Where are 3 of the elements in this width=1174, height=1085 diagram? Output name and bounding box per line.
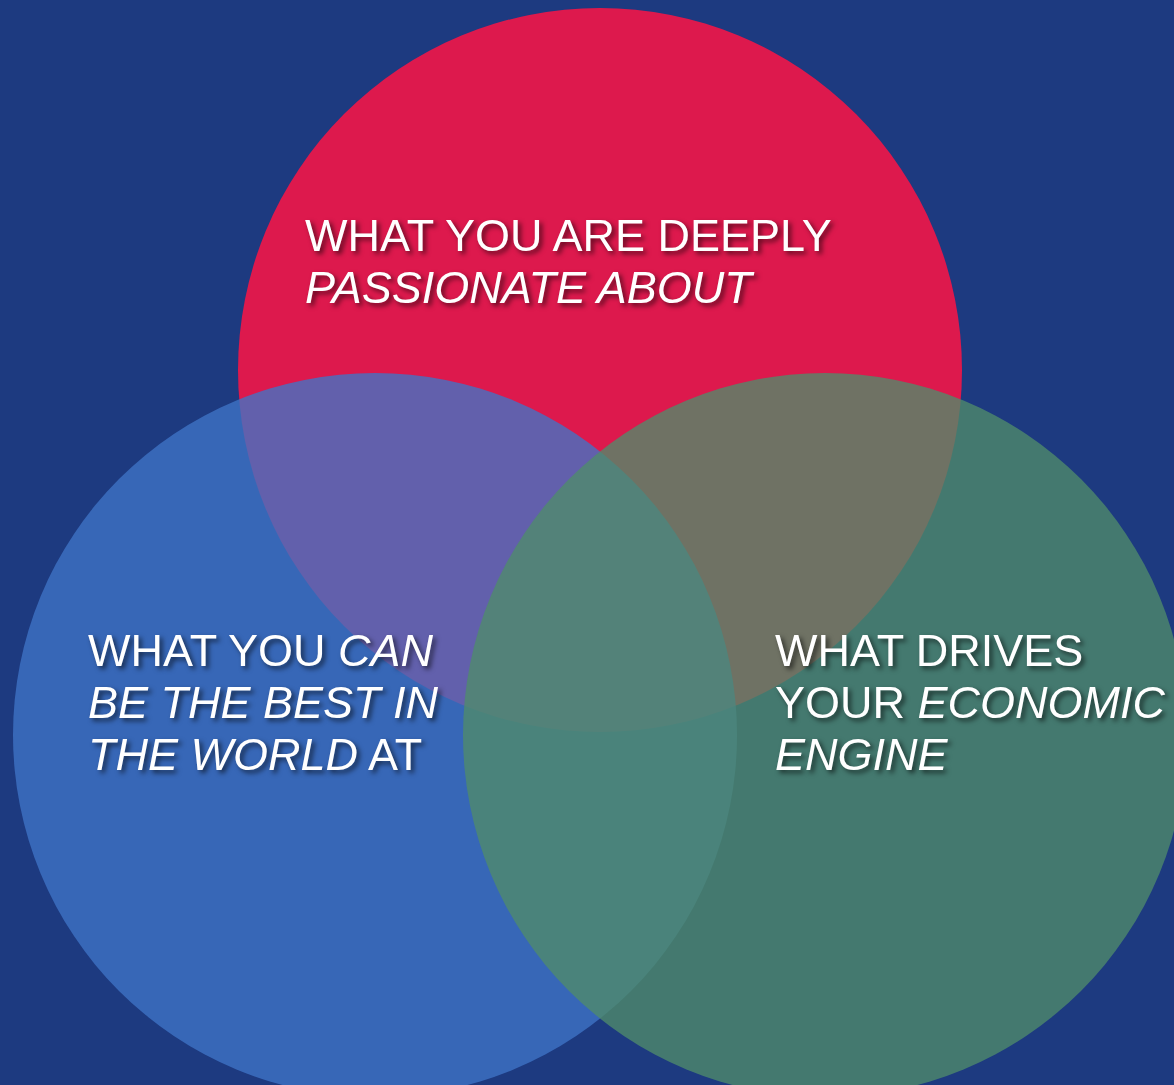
- circle-label: WHAT DRIVES YOUR ECONOMIC ENGINE: [775, 625, 1165, 782]
- circle-label: WHAT YOU CAN BE THE BEST IN THE WORLD AT: [88, 625, 440, 782]
- circle-label: WHAT YOU ARE DEEPLY PASSIONATE ABOUT: [305, 210, 832, 315]
